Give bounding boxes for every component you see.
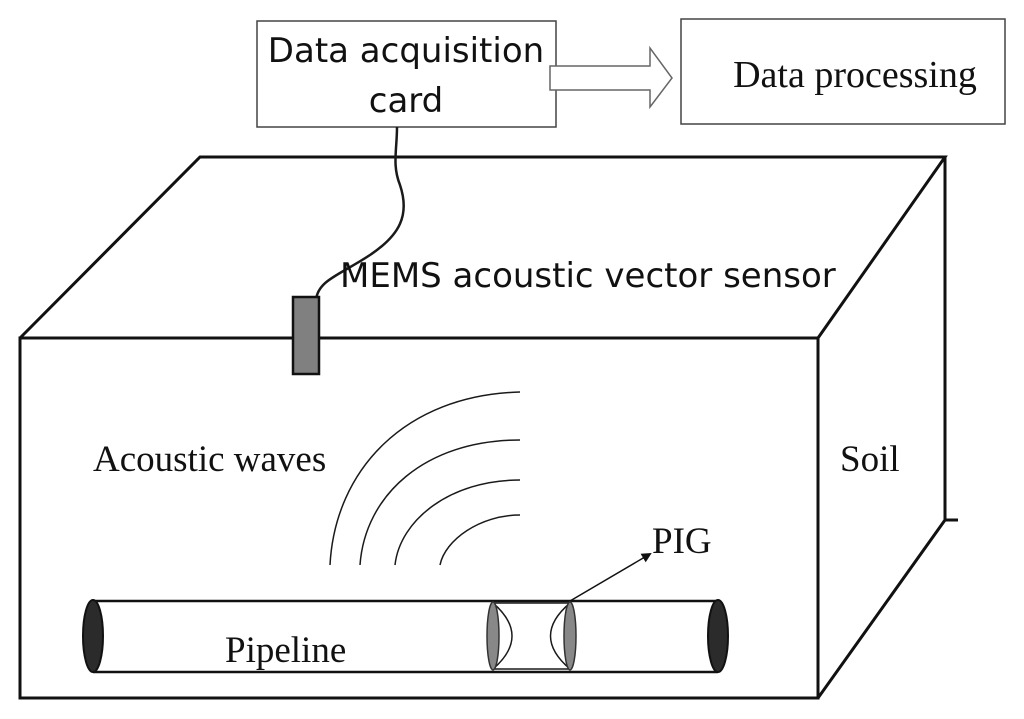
acquisition-card-label-line2: card — [369, 81, 444, 121]
wave-arc — [439, 514, 521, 566]
wave-arc — [359, 439, 521, 566]
processing-box-label: Data processing — [733, 54, 977, 96]
sensor-label: MEMS acoustic vector sensor — [340, 256, 836, 296]
pipeline-left-end — [82, 599, 104, 673]
pipeline: Pipeline — [82, 599, 729, 674]
pipeline-label: Pipeline — [225, 630, 346, 671]
mems-sensor — [291, 295, 321, 376]
acquisition-card-label-line1: Data acquisition — [268, 31, 544, 71]
pig — [486, 601, 577, 671]
pig-label: PIG — [652, 521, 712, 562]
flow-arrow — [549, 45, 673, 110]
wave-arc — [329, 391, 521, 566]
acoustic-waves-label: Acoustic waves — [93, 439, 326, 480]
soil-block — [18, 155, 958, 700]
soil-label: Soil — [840, 439, 900, 480]
pig-pointer-arrow — [569, 552, 652, 602]
sensor-cable — [314, 126, 405, 301]
acquisition-card-box: Data acquisition card — [256, 20, 557, 128]
acoustic-wave-arcs — [329, 391, 521, 566]
pipeline-right-end — [707, 599, 729, 673]
wave-arc — [394, 479, 521, 566]
processing-box: Data processing — [680, 18, 1006, 125]
